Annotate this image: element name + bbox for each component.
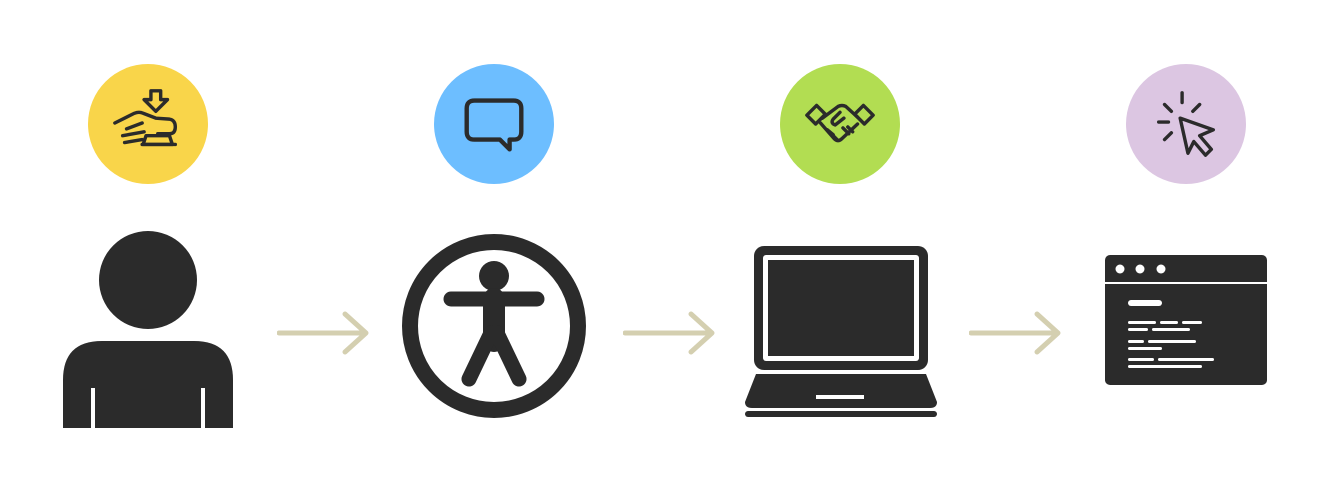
accessibility-icon <box>402 234 586 418</box>
browser-window-icon <box>1105 255 1267 385</box>
person-icon <box>63 231 233 428</box>
arrow-3 <box>969 311 1061 355</box>
badge-handshake <box>780 64 900 184</box>
arrow-1 <box>277 311 369 355</box>
badge-speech-bubble <box>434 64 554 184</box>
laptop-icon <box>745 246 937 417</box>
badge-cursor-click <box>1126 64 1246 184</box>
badge-press-button <box>88 64 208 184</box>
cursor-click-icon <box>1156 91 1216 157</box>
arrow-2 <box>623 311 715 355</box>
press-button-icon <box>113 89 178 147</box>
speech-bubble-icon <box>464 98 524 152</box>
handshake-icon <box>805 103 875 143</box>
